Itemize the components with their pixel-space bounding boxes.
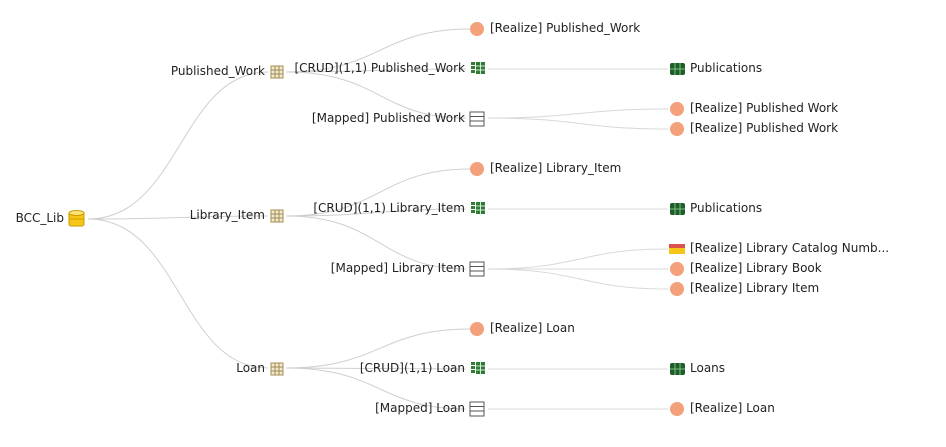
realize-dot-icon [670, 402, 684, 416]
target-node-publications-2[interactable]: Publications [670, 201, 762, 215]
target-node-realize-published-work-2[interactable]: [Realize] Published Work [670, 121, 838, 136]
publication-icon [670, 203, 685, 215]
crud-icon [471, 202, 485, 214]
realize-dot-icon [670, 102, 684, 116]
op-label: [CRUD](1,1) Library_Item [313, 201, 465, 215]
root-label: BCC_Lib [16, 211, 64, 225]
op-label: [Mapped] Library Item [331, 261, 465, 275]
realize-dot-icon [670, 282, 684, 296]
publication-icon [670, 63, 685, 75]
target-node-realize-library-catalog-number[interactable]: [Realize] Library Catalog Numb... [669, 241, 889, 255]
root-node[interactable]: BCC_Lib [16, 210, 85, 227]
op-label: [Realize] Published_Work [490, 21, 640, 35]
edge-li-mapped [285, 215, 467, 270]
target-label: [Realize] Library Catalog Numb... [690, 241, 889, 255]
entity-table-icon [270, 65, 284, 79]
target-label: [Realize] Loan [690, 401, 775, 415]
op-node-realize-published-work[interactable]: [Realize] Published_Work [470, 21, 640, 36]
op-label: [CRUD](1,1) Loan [360, 361, 465, 375]
target-node-realize-loan[interactable]: [Realize] Loan [670, 401, 775, 416]
edge-pw-mapped-t1 [487, 108, 669, 119]
entity-node-loan[interactable]: Loan [236, 361, 284, 376]
edge-li-mapped-t1 [487, 248, 669, 270]
edge-pw-realize [285, 28, 471, 73]
target-label: [Realize] Library Book [690, 261, 822, 275]
entity-node-library-item[interactable]: Library_Item [190, 208, 284, 223]
realize-dot-icon [670, 262, 684, 276]
op-node-mapped-library-item[interactable]: [Mapped] Library Item [331, 261, 485, 277]
crud-icon [471, 362, 485, 374]
realize-dot-icon [470, 162, 484, 176]
op-label: [Mapped] Published Work [312, 111, 465, 125]
edge-loan-mapped [285, 367, 467, 410]
edge-li-mapped-t3 [487, 268, 669, 290]
edges [87, 28, 669, 410]
entity-label: Library_Item [190, 208, 265, 222]
entity-label: Loan [236, 361, 265, 375]
target-node-loans[interactable]: Loans [670, 361, 725, 375]
target-label: [Realize] Published Work [690, 121, 838, 135]
op-label: [Mapped] Loan [375, 401, 465, 415]
op-label: [Realize] Loan [490, 321, 575, 335]
target-node-realize-library-book[interactable]: [Realize] Library Book [670, 261, 822, 276]
target-label: Loans [690, 361, 725, 375]
realize-dot-icon [670, 122, 684, 136]
op-node-crud-loan[interactable]: [CRUD](1,1) Loan [360, 361, 485, 375]
edge-pw-mapped [285, 71, 467, 119]
op-node-realize-library-item[interactable]: [Realize] Library_Item [470, 161, 621, 176]
target-label: [Realize] Published Work [690, 101, 838, 115]
op-node-realize-loan[interactable]: [Realize] Loan [470, 321, 575, 336]
catalog-icon [669, 244, 685, 254]
publication-icon [670, 363, 685, 375]
op-node-mapped-loan[interactable]: [Mapped] Loan [375, 401, 485, 417]
edge-root-loan [87, 218, 269, 369]
entity-table-icon [270, 209, 284, 223]
edge-li-crud [285, 208, 467, 217]
table-icon [469, 261, 485, 277]
entity-node-published-work[interactable]: Published_Work [171, 64, 284, 79]
op-label: [CRUD](1,1) Published_Work [294, 61, 465, 75]
op-node-mapped-published-work[interactable]: [Mapped] Published Work [312, 111, 485, 127]
edge-pw-crud [285, 68, 467, 73]
crud-icon [471, 62, 485, 74]
table-icon [469, 111, 485, 127]
realize-dot-icon [470, 322, 484, 336]
table-icon [469, 401, 485, 417]
entity-table-icon [270, 362, 284, 376]
edge-loan-crud [285, 367, 467, 370]
op-node-crud-library-item[interactable]: [CRUD](1,1) Library_Item [313, 201, 485, 215]
target-node-realize-library-item[interactable]: [Realize] Library Item [670, 281, 819, 296]
edge-root-published-work [87, 71, 269, 220]
target-label: Publications [690, 201, 762, 215]
edge-pw-mapped-t2 [487, 117, 669, 130]
target-node-publications-1[interactable]: Publications [670, 61, 762, 75]
edge-root-library-item [87, 215, 269, 220]
edge-li-realize [285, 168, 471, 217]
target-node-realize-published-work-1[interactable]: [Realize] Published Work [670, 101, 838, 116]
op-label: [Realize] Library_Item [490, 161, 621, 175]
target-label: Publications [690, 61, 762, 75]
op-node-crud-published-work[interactable]: [CRUD](1,1) Published_Work [294, 61, 485, 75]
realize-dot-icon [470, 22, 484, 36]
edge-loan-realize [285, 328, 471, 369]
entity-label: Published_Work [171, 64, 265, 78]
database-icon [68, 210, 85, 227]
target-label: [Realize] Library Item [690, 281, 819, 295]
